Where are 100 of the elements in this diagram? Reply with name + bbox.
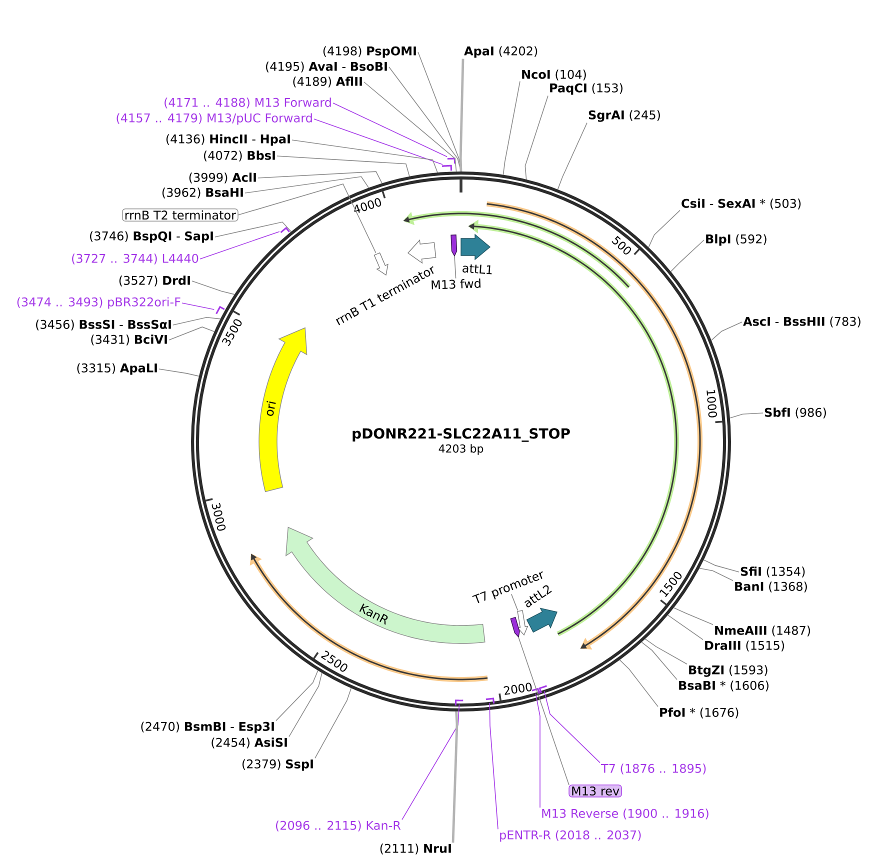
leader-line bbox=[648, 210, 680, 248]
site-label: (3962) BsaHI bbox=[162, 188, 243, 198]
label-box: M13 rev bbox=[568, 784, 622, 798]
leader-line bbox=[454, 256, 456, 279]
site-label: PfoI* (1676) bbox=[660, 708, 738, 718]
primer-mark bbox=[447, 158, 456, 164]
leader-line bbox=[619, 660, 658, 708]
leader-line bbox=[192, 280, 235, 295]
site-label: SbfI (986) bbox=[764, 408, 826, 418]
leader-line bbox=[730, 412, 764, 418]
primer-mark bbox=[532, 688, 540, 694]
site-label: NmeAIII (1487) bbox=[715, 626, 810, 636]
leader-line bbox=[644, 638, 688, 665]
leader-line bbox=[288, 672, 322, 738]
leader-line bbox=[667, 614, 704, 640]
primer-mark bbox=[442, 164, 452, 171]
primer-mark bbox=[454, 700, 464, 706]
primer-label: pENTR-R (2018 .. 2037) bbox=[500, 830, 641, 842]
leader-line bbox=[292, 140, 438, 173]
label-box: rrnB T2 terminator bbox=[122, 208, 238, 222]
leader-line bbox=[670, 240, 704, 272]
feature-label: M13 fwd bbox=[432, 278, 480, 290]
site-label: BanI (1368) bbox=[735, 582, 807, 592]
site-label: PaqCI (153) bbox=[550, 83, 622, 95]
leader-line bbox=[535, 693, 540, 808]
site-label: (3431) BciVI bbox=[91, 334, 167, 346]
site-label: (4195) AvaI - BsoBI bbox=[266, 62, 387, 72]
primer-mark bbox=[280, 226, 290, 234]
leader-line bbox=[673, 607, 714, 626]
site-label: (3999) AclI bbox=[189, 172, 256, 184]
site-label: (2379) SspI bbox=[242, 759, 313, 771]
tick-label: 4000 bbox=[354, 198, 382, 213]
leader-line bbox=[276, 670, 318, 722]
site-label: BtgZI (1593) bbox=[689, 665, 768, 677]
site-label: (3746) BspQI - SapI bbox=[90, 231, 213, 243]
primer-mark bbox=[538, 685, 547, 694]
site-label: (4072) BbsI bbox=[204, 150, 275, 162]
feature-shape bbox=[517, 610, 528, 636]
site-label: (4189) AflII bbox=[293, 76, 362, 88]
site-label: BsaBI* (1606) bbox=[679, 680, 768, 692]
primer-label: (3727 .. 3744) L4440 bbox=[72, 254, 198, 264]
site-label: (2111) NruI bbox=[380, 844, 451, 854]
leader-line bbox=[518, 636, 570, 786]
feature-shape bbox=[510, 616, 520, 638]
tick-label: 1000 bbox=[706, 390, 717, 418]
site-label: SfiI (1354) bbox=[740, 566, 805, 578]
leader-line bbox=[238, 184, 376, 254]
site-label: (3315) ApaLI bbox=[77, 363, 157, 375]
site-label: (3527) DrdI bbox=[119, 276, 190, 286]
leader-line bbox=[332, 102, 448, 158]
site-label: BlpI (592) bbox=[706, 234, 766, 246]
leader-line bbox=[258, 171, 382, 184]
site-label: (4136) HincII - HpaI bbox=[166, 134, 290, 146]
leader-line bbox=[364, 82, 457, 172]
leader-line bbox=[402, 704, 460, 820]
tick-label: 2000 bbox=[504, 682, 532, 695]
leader-line bbox=[314, 688, 352, 759]
site-label: (2454) AsiSI bbox=[212, 738, 287, 748]
leader-line bbox=[703, 559, 740, 572]
leader-line bbox=[214, 222, 292, 238]
primer-mark bbox=[486, 698, 495, 704]
leader-line bbox=[502, 80, 520, 176]
site-label: DraIII (1515) bbox=[705, 640, 784, 652]
tick-label: 500 bbox=[612, 236, 631, 254]
tick-label: 3000 bbox=[212, 502, 226, 531]
site-label: CsiI - SexAI* (503) bbox=[682, 198, 801, 210]
site-label: AscI - BssHII (783) bbox=[743, 316, 860, 328]
site-label: (3456) BssSI - BssSαI bbox=[36, 320, 171, 330]
leader-line bbox=[200, 231, 280, 260]
primer-label: (4157 .. 4179) M13/pUC Forward bbox=[116, 113, 312, 125]
leader-line bbox=[158, 368, 200, 377]
leader-line bbox=[168, 326, 215, 340]
leader-line bbox=[557, 122, 588, 190]
leader-line bbox=[641, 642, 678, 680]
primer-label: (2096 .. 2115) Kan-R bbox=[276, 820, 401, 832]
feature-band: ori bbox=[258, 327, 308, 492]
leader-line bbox=[452, 711, 458, 843]
primer-label: (3474 .. 3493) pBR322ori-F bbox=[17, 297, 180, 309]
node-label: attL1 bbox=[462, 264, 492, 274]
site-label: ApaI (4202) bbox=[464, 46, 538, 58]
site-label: SgrAI (245) bbox=[588, 110, 660, 122]
leader-line bbox=[710, 322, 742, 341]
primer-label: T7 (1876 .. 1895) bbox=[600, 764, 706, 774]
leader-line bbox=[459, 58, 464, 172]
feature-shape bbox=[450, 234, 458, 257]
site-label: (2470) BsmBI - Esp3I bbox=[141, 722, 274, 734]
leader-line bbox=[524, 95, 548, 180]
leader-line bbox=[544, 690, 600, 764]
primer-mark bbox=[216, 306, 225, 314]
leader-line bbox=[510, 594, 518, 611]
leader-line bbox=[172, 316, 221, 326]
leader-line bbox=[276, 156, 410, 177]
site-label: NcoI (104) bbox=[522, 70, 586, 80]
leader-line bbox=[489, 702, 498, 830]
primer-label: M13 Reverse (1900 .. 1916) bbox=[542, 808, 708, 820]
site-label: (4198) PspOMI bbox=[323, 46, 416, 58]
leader-line bbox=[314, 118, 443, 165]
leader-line bbox=[699, 568, 734, 582]
primer-label: (4171 .. 4188) M13 Forward bbox=[164, 98, 331, 108]
leader-line bbox=[244, 176, 370, 194]
